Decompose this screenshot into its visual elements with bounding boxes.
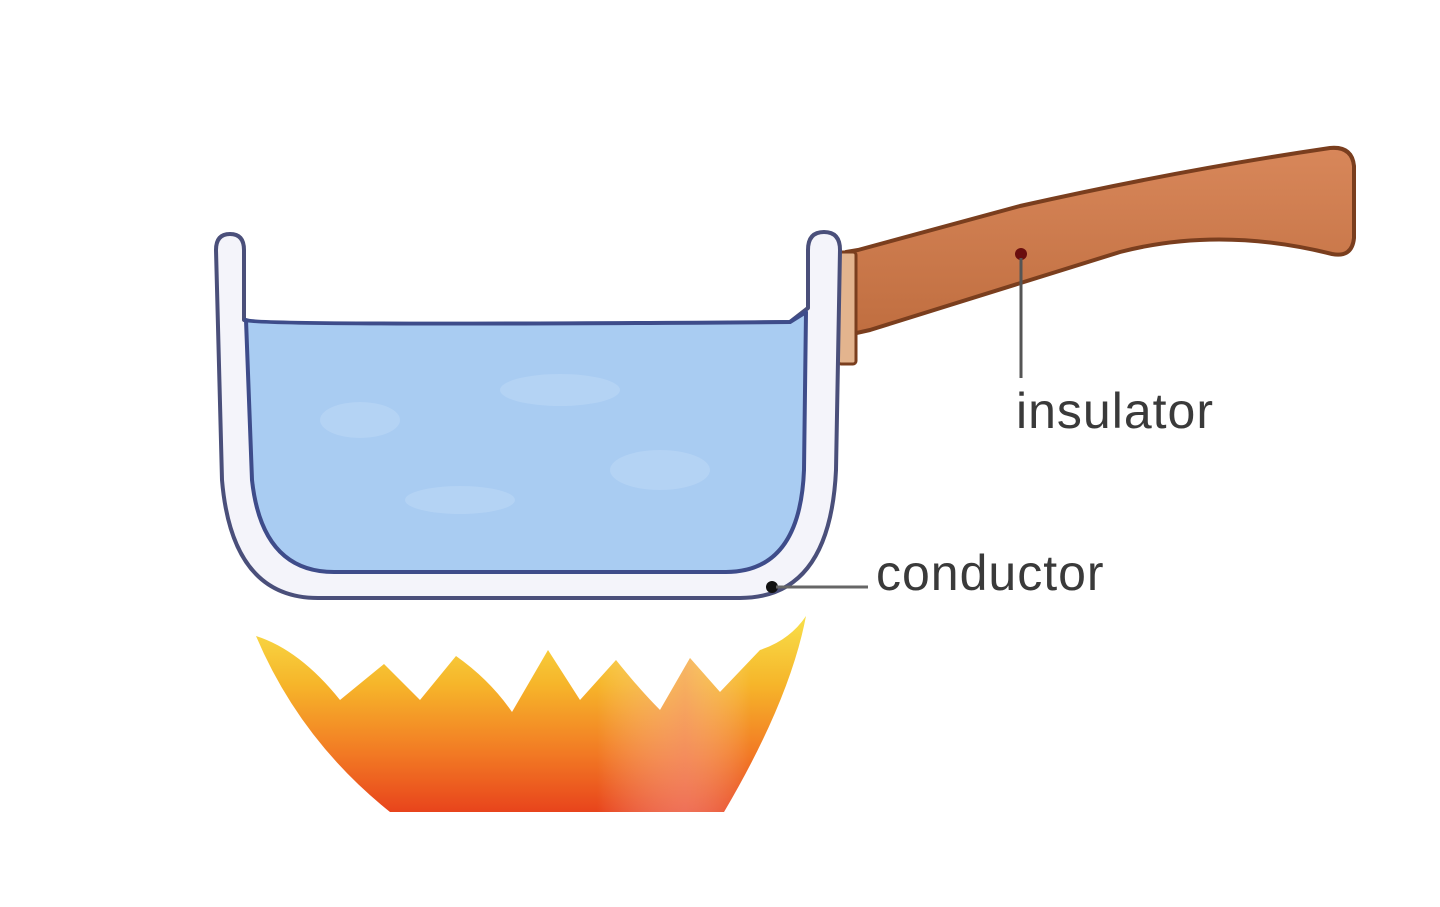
conductor-label: conductor bbox=[876, 545, 1105, 601]
conductor-leader bbox=[766, 581, 868, 593]
water bbox=[244, 310, 808, 574]
pan-body bbox=[214, 230, 842, 600]
pan-handle bbox=[836, 145, 1356, 366]
insulator-leader bbox=[1015, 248, 1027, 378]
flame bbox=[256, 616, 806, 812]
insulator-label: insulator bbox=[1016, 383, 1214, 439]
